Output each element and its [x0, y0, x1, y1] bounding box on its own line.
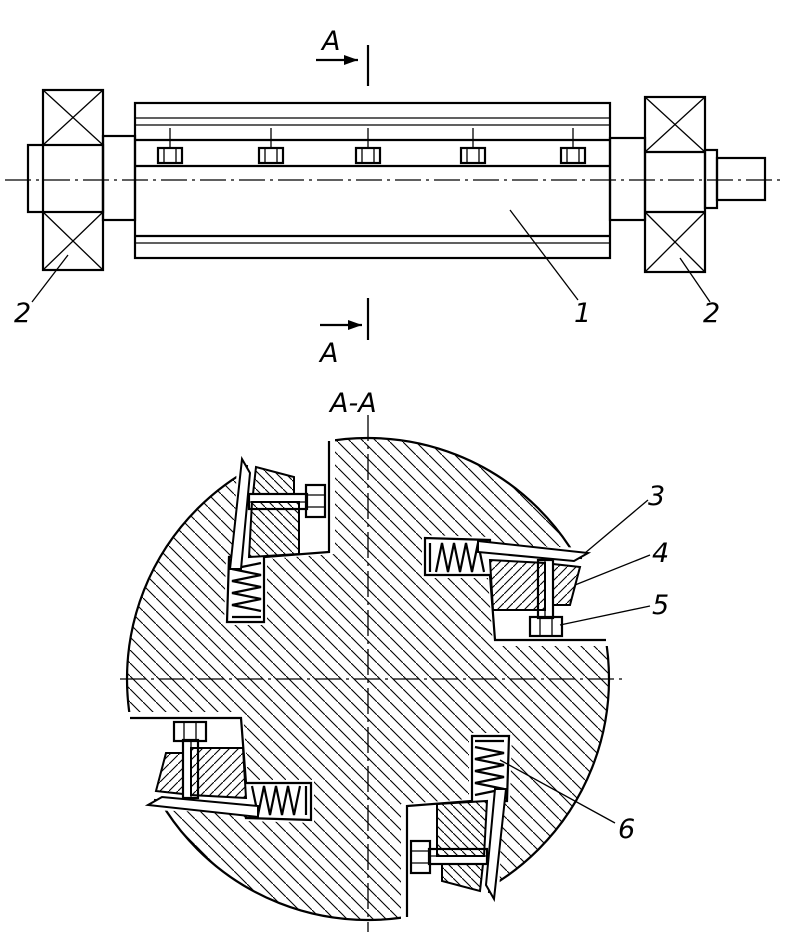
- callout-2-right-label: 2: [703, 298, 720, 329]
- callout-3-label: 3: [648, 481, 665, 512]
- bolt: [257, 128, 285, 165]
- callout-6-label: 6: [618, 814, 635, 845]
- knife-slot: [422, 535, 620, 646]
- callout-6: 6: [499, 759, 635, 845]
- knife-bolts-row: [156, 128, 587, 165]
- callout-1-label: 1: [574, 298, 591, 329]
- bolt: [459, 128, 487, 165]
- bolt: [354, 128, 382, 165]
- callout-2-left: 2: [14, 254, 69, 329]
- callout-5-label: 5: [652, 590, 669, 621]
- callout-1: 1: [509, 209, 591, 329]
- section-a-a: A-A 3: [114, 388, 669, 933]
- spring: [428, 542, 486, 573]
- right-bearing: [608, 95, 767, 274]
- callout-3: 3: [584, 481, 665, 554]
- bolt: [559, 128, 587, 165]
- callout-5: 5: [559, 590, 669, 626]
- callout-4-label: 4: [652, 538, 669, 569]
- callout-4: 4: [574, 538, 669, 586]
- section-marker-top-letter: A: [320, 26, 340, 57]
- callout-2-right: 2: [679, 257, 720, 329]
- clamp-wedge: [488, 558, 546, 611]
- cutter-drum: [133, 101, 612, 260]
- section-marker-bottom-letter: A: [318, 338, 338, 369]
- callout-2-left-label: 2: [14, 298, 31, 329]
- left-bearing: [26, 88, 137, 272]
- section-title: A-A: [328, 388, 377, 419]
- knife-blade: [477, 539, 592, 563]
- cutter-shaft-side-view: A A 2 1 2: [5, 26, 785, 369]
- bolt: [156, 128, 184, 165]
- clamp-bolt: [528, 558, 564, 638]
- section-marker-bottom: A: [318, 298, 370, 369]
- section-marker-top: A: [316, 26, 370, 86]
